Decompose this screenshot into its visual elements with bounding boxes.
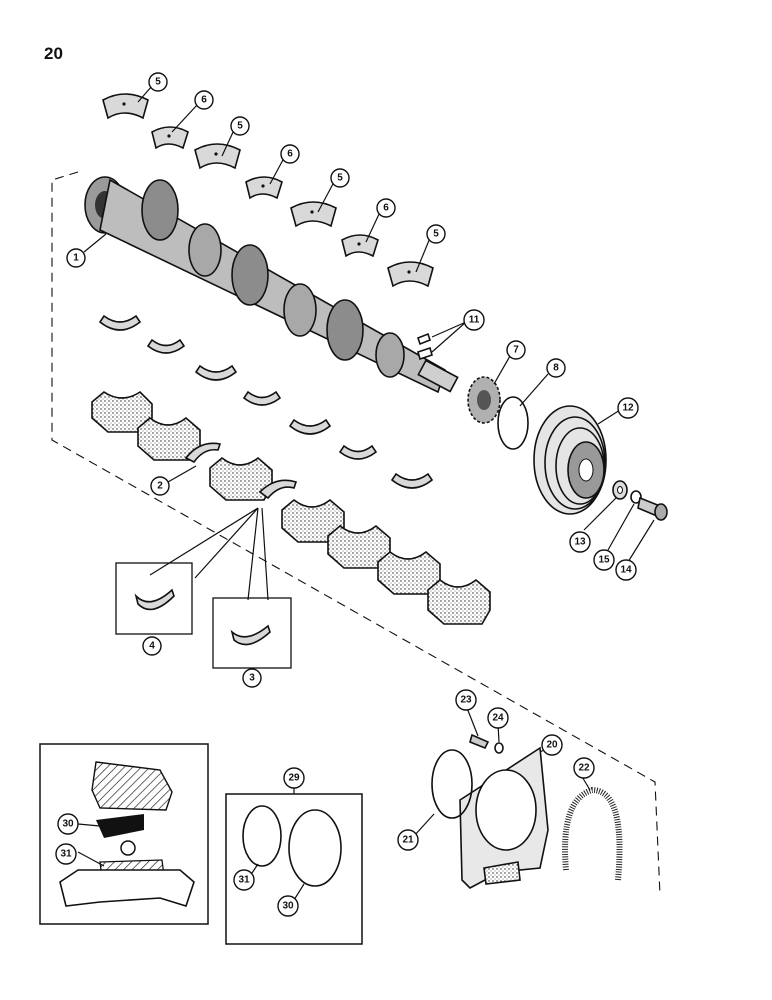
svg-text:8: 8 bbox=[553, 363, 559, 374]
svg-text:11: 11 bbox=[469, 315, 480, 326]
pulley-lockwasher bbox=[630, 490, 642, 504]
callout-1: 1 bbox=[66, 248, 86, 268]
callout-30-inset: 30 bbox=[57, 813, 79, 835]
svg-text:1: 1 bbox=[73, 253, 79, 264]
callout-14: 14 bbox=[615, 559, 637, 581]
svg-text:4: 4 bbox=[149, 641, 155, 652]
pulley-washer bbox=[612, 480, 628, 500]
callout-5c: 5 bbox=[330, 168, 350, 188]
lower-main-bearing-shells bbox=[98, 314, 434, 489]
svg-text:23: 23 bbox=[460, 695, 472, 706]
oil-slinger bbox=[497, 396, 529, 450]
callout-29: 29 bbox=[283, 767, 305, 789]
main-bearing-caps bbox=[91, 390, 491, 625]
callout-6a: 6 bbox=[194, 90, 214, 110]
callout-12: 12 bbox=[617, 397, 639, 419]
svg-text:14: 14 bbox=[620, 565, 632, 576]
crankshaft-gear bbox=[467, 376, 501, 424]
callout-2: 2 bbox=[150, 476, 170, 496]
callout-4: 4 bbox=[142, 636, 162, 656]
callout-31-inset: 31 bbox=[55, 843, 77, 865]
callout-8: 8 bbox=[546, 358, 566, 378]
svg-text:2: 2 bbox=[157, 481, 163, 492]
svg-text:13: 13 bbox=[574, 537, 586, 548]
callout-11: 11 bbox=[463, 309, 485, 331]
dashed-assembly-outline bbox=[51, 171, 661, 896]
callout-5b: 5 bbox=[230, 116, 250, 136]
callout-7: 7 bbox=[506, 340, 526, 360]
svg-text:5: 5 bbox=[337, 173, 343, 184]
callout-5a: 5 bbox=[148, 72, 168, 92]
rear-seal-retainer bbox=[459, 746, 549, 889]
svg-text:29: 29 bbox=[288, 773, 300, 784]
rear-oil-seal bbox=[431, 749, 473, 819]
callout-24: 24 bbox=[487, 707, 509, 729]
svg-text:30: 30 bbox=[62, 819, 74, 830]
svg-text:7: 7 bbox=[513, 345, 519, 356]
callout-21: 21 bbox=[397, 829, 419, 851]
callout-30: 30 bbox=[277, 895, 299, 917]
svg-text:6: 6 bbox=[383, 203, 389, 214]
callout-15: 15 bbox=[593, 549, 615, 571]
seal-kit-inset bbox=[225, 793, 363, 945]
inset-thrust-washer-4 bbox=[115, 562, 193, 635]
svg-text:6: 6 bbox=[287, 149, 293, 160]
crankshaft bbox=[84, 176, 459, 394]
rear-gasket bbox=[562, 786, 623, 881]
svg-text:22: 22 bbox=[578, 763, 590, 774]
svg-text:3: 3 bbox=[249, 673, 255, 684]
svg-text:24: 24 bbox=[492, 713, 504, 724]
callout-23: 23 bbox=[455, 689, 477, 711]
callout-3: 3 bbox=[242, 668, 262, 688]
crankshaft-pulley bbox=[533, 405, 607, 515]
svg-text:5: 5 bbox=[155, 77, 161, 88]
callout-5d: 5 bbox=[426, 224, 446, 244]
inset-thrust-washer-3 bbox=[212, 597, 292, 669]
callout-6b: 6 bbox=[280, 144, 300, 164]
svg-text:6: 6 bbox=[201, 95, 207, 106]
svg-text:15: 15 bbox=[598, 555, 610, 566]
thrust-washer bbox=[184, 442, 298, 500]
callout-31: 31 bbox=[233, 869, 255, 891]
svg-text:31: 31 bbox=[238, 875, 250, 886]
callout-20: 20 bbox=[541, 734, 563, 756]
svg-text:12: 12 bbox=[622, 403, 634, 414]
svg-text:30: 30 bbox=[282, 901, 294, 912]
svg-text:31: 31 bbox=[60, 849, 72, 860]
woodruff-keys bbox=[417, 332, 433, 361]
pulley-bolt bbox=[637, 496, 668, 521]
inset-leaders bbox=[149, 507, 269, 601]
retainer-washer bbox=[494, 742, 504, 754]
retainer-screw bbox=[469, 733, 490, 750]
page-number: 20 bbox=[44, 44, 63, 63]
callout-22: 22 bbox=[573, 757, 595, 779]
svg-text:21: 21 bbox=[402, 835, 414, 846]
callout-13: 13 bbox=[569, 531, 591, 553]
svg-text:5: 5 bbox=[433, 229, 439, 240]
callout-6c: 6 bbox=[376, 198, 396, 218]
svg-text:5: 5 bbox=[237, 121, 243, 132]
svg-text:20: 20 bbox=[546, 740, 558, 751]
upper-main-bearing-shells bbox=[102, 93, 434, 288]
